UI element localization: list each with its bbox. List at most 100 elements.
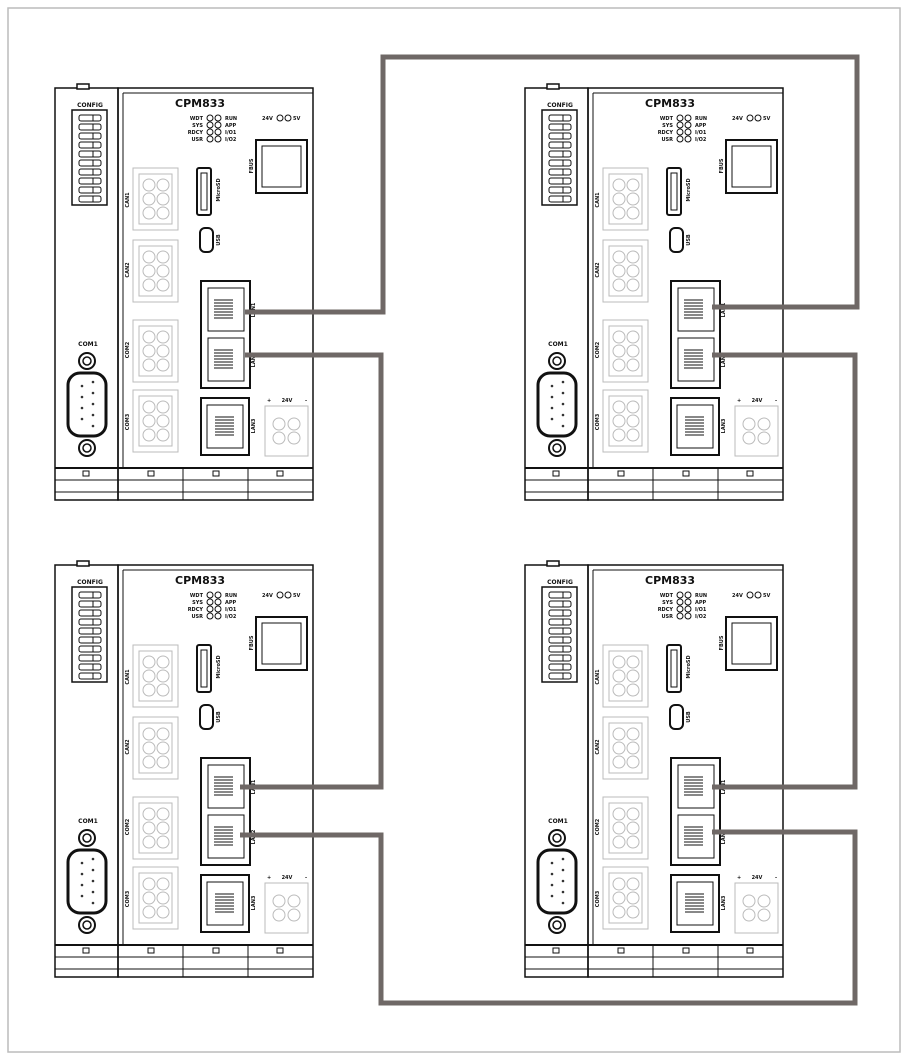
lan2-label: LAN2	[251, 352, 257, 367]
led-label-sys: SYS	[192, 600, 203, 606]
lan2-label: LAN2	[721, 829, 727, 844]
can2-connector[interactable]	[602, 239, 649, 303]
power-label: 24V	[752, 398, 763, 404]
power-connector[interactable]	[264, 882, 309, 934]
lan2-port[interactable]	[677, 814, 715, 859]
config-dip-switch[interactable]	[541, 586, 578, 683]
led-label-io2: I/O2	[225, 614, 237, 620]
fbus-label: FBUS	[719, 158, 725, 173]
led-label-app: APP	[225, 600, 237, 606]
power-connector[interactable]	[734, 882, 779, 934]
can1-label: CAN1	[595, 192, 601, 208]
can2-label: CAN2	[595, 262, 601, 278]
led-label-5v: 5V	[293, 116, 300, 122]
led-label-run: RUN	[225, 593, 237, 599]
din-rail	[55, 467, 313, 500]
led-label-wdt: WDT	[660, 116, 674, 122]
com1-label: COM1	[548, 341, 568, 348]
can1-connector[interactable]	[602, 167, 649, 231]
power-label: 24V	[752, 875, 763, 881]
com3-connector[interactable]	[602, 389, 649, 453]
led-label-rdcy: RDCY	[188, 607, 204, 613]
com1-label: COM1	[548, 818, 568, 825]
led-label-io2: I/O2	[225, 137, 237, 143]
led-label-5v: 5V	[763, 593, 770, 599]
main-module	[117, 564, 314, 978]
can1-connector[interactable]	[602, 644, 649, 708]
com2-connector[interactable]	[132, 319, 179, 383]
power-label: 24V	[282, 398, 293, 404]
cpm833-device-bottom-right: CONFIG CPM833 WDT SYS RDCY USR RUN APP I…	[524, 560, 784, 978]
can2-connector[interactable]	[602, 716, 649, 780]
can1-connector[interactable]	[132, 644, 179, 708]
com1-label: COM1	[78, 341, 98, 348]
com1-db9-port[interactable]	[66, 829, 108, 934]
config-dip-switch[interactable]	[541, 109, 578, 206]
lan3-port[interactable]	[670, 397, 720, 456]
usb-port[interactable]	[669, 227, 684, 253]
lan1-port[interactable]	[207, 287, 245, 332]
lan3-port[interactable]	[200, 397, 250, 456]
microsd-slot[interactable]	[196, 644, 212, 693]
fbus-port[interactable]	[255, 139, 308, 194]
lan2-port[interactable]	[207, 337, 245, 382]
microsd-slot[interactable]	[666, 167, 682, 216]
led-label-io1: I/O1	[225, 607, 237, 613]
fbus-port[interactable]	[725, 616, 778, 671]
power-connector[interactable]	[264, 405, 309, 457]
lan2-port[interactable]	[677, 337, 715, 382]
com1-db9-port[interactable]	[536, 352, 578, 457]
com2-connector[interactable]	[602, 796, 649, 860]
microsd-slot[interactable]	[666, 644, 682, 693]
led-label-sys: SYS	[192, 123, 203, 129]
can2-label: CAN2	[125, 739, 131, 755]
com2-connector[interactable]	[602, 319, 649, 383]
usb-label: USB	[216, 234, 222, 246]
led-label-usr: USR	[191, 137, 203, 143]
config-dip-switch[interactable]	[71, 586, 108, 683]
com3-connector[interactable]	[132, 389, 179, 453]
lan3-port[interactable]	[670, 874, 720, 933]
led-label-rdcy: RDCY	[658, 607, 674, 613]
fbus-port[interactable]	[255, 616, 308, 671]
led-label-24v: 24V	[732, 593, 743, 599]
lan1-lan2-block	[200, 280, 251, 389]
com2-connector[interactable]	[132, 796, 179, 860]
lan3-port[interactable]	[200, 874, 250, 933]
cable-tl-lan2-to-bl-lan1	[240, 352, 384, 790]
config-label: CONFIG	[77, 579, 103, 586]
com1-db9-port[interactable]	[536, 829, 578, 934]
power-connector[interactable]	[734, 405, 779, 457]
usb-port[interactable]	[199, 227, 214, 253]
com2-label: COM2	[125, 341, 131, 358]
com2-label: COM2	[125, 818, 131, 835]
power-minus-label: -	[305, 398, 307, 404]
led-label-24v: 24V	[262, 116, 273, 122]
config-dip-switch[interactable]	[71, 109, 108, 206]
com1-db9-port[interactable]	[66, 352, 108, 457]
com3-label: COM3	[125, 413, 131, 430]
com3-connector[interactable]	[602, 866, 649, 930]
com2-label: COM2	[595, 818, 601, 835]
usb-label: USB	[686, 711, 692, 723]
model-label: CPM833	[645, 574, 695, 587]
usb-port[interactable]	[669, 704, 684, 730]
status-led-icons	[206, 591, 292, 620]
led-label-5v: 5V	[763, 116, 770, 122]
status-led-icons	[676, 591, 762, 620]
usb-label: USB	[686, 234, 692, 246]
power-label: 24V	[282, 875, 293, 881]
led-label-app: APP	[695, 600, 707, 606]
lan3-label: LAN3	[721, 418, 727, 433]
usb-port[interactable]	[199, 704, 214, 730]
led-label-rdcy: RDCY	[658, 130, 674, 136]
com1-label: COM1	[78, 818, 98, 825]
microsd-slot[interactable]	[196, 167, 212, 216]
can2-connector[interactable]	[132, 239, 179, 303]
fbus-port[interactable]	[725, 139, 778, 194]
can1-connector[interactable]	[132, 167, 179, 231]
com3-connector[interactable]	[132, 866, 179, 930]
can2-connector[interactable]	[132, 716, 179, 780]
power-plus-label: +	[267, 398, 271, 404]
